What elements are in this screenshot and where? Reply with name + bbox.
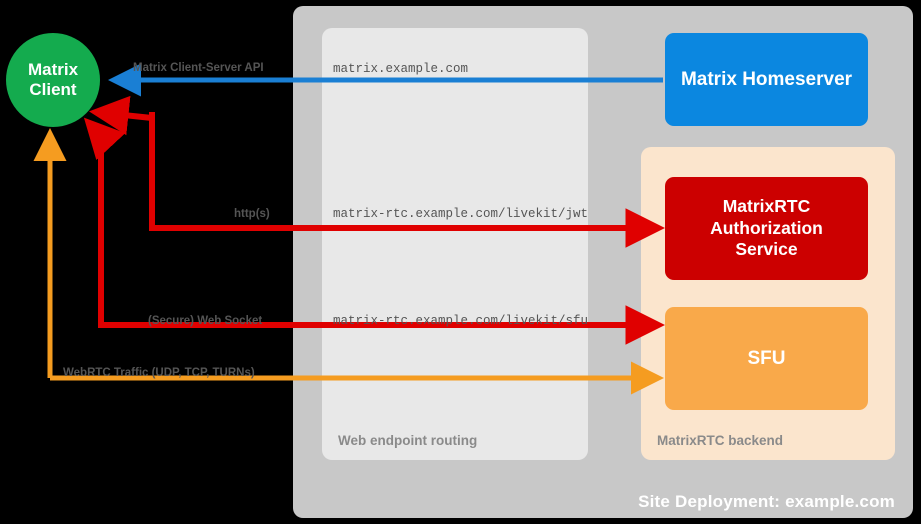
label-protocol-webrtc-traffic: WebRTC Traffic (UDP, TCP, TURNs) [63,367,255,379]
label-endpoint-livekit-sfu: matrix-rtc.example.com/livekit/sfu [333,314,589,328]
wire-sfu-websocket-return [83,117,126,161]
wire-sfu-websocket-out [98,130,666,345]
service-sfu[interactable]: SFU [665,307,868,410]
matrixrtc-backend-label: MatrixRTC backend [657,433,784,448]
label-protocol-http: http(s) [234,208,270,220]
web-endpoint-routing-label: Web endpoint routing [338,433,478,448]
wire-jwt-http-out [149,112,666,248]
label-endpoint-matrix-example-com: matrix.example.com [333,62,469,76]
authorization-label-line1: MatrixRTC [722,196,811,217]
authorization-label-line2: Authorization [710,217,823,238]
node-matrix-client[interactable]: Matrix Client [6,33,100,127]
container-web-endpoint-routing: Web endpoint routing [322,28,588,460]
matrix-homeserver-label: Matrix Homeserver [680,68,853,90]
matrix-client-label-line1: Matrix [27,59,79,79]
wire-jwt-http-return [89,95,153,136]
site-deployment-label: Site Deployment: example.com [638,492,895,511]
label-protocol-matrix-client-server-api: Matrix Client-Server API [133,62,264,74]
sfu-label: SFU [747,347,786,369]
authorization-label-block: MatrixRTC Authorization Service [710,196,823,260]
label-protocol-web-socket: (Secure) Web Socket [148,315,263,327]
service-matrixrtc-authorization[interactable]: MatrixRTC Authorization Service [665,177,868,280]
matrix-client-label-line2: Client [29,80,77,99]
label-endpoint-livekit-jwt: matrix-rtc.example.com/livekit/jwt [333,207,589,221]
authorization-label-line3: Service [735,239,798,260]
service-matrix-homeserver[interactable]: Matrix Homeserver [665,33,868,126]
